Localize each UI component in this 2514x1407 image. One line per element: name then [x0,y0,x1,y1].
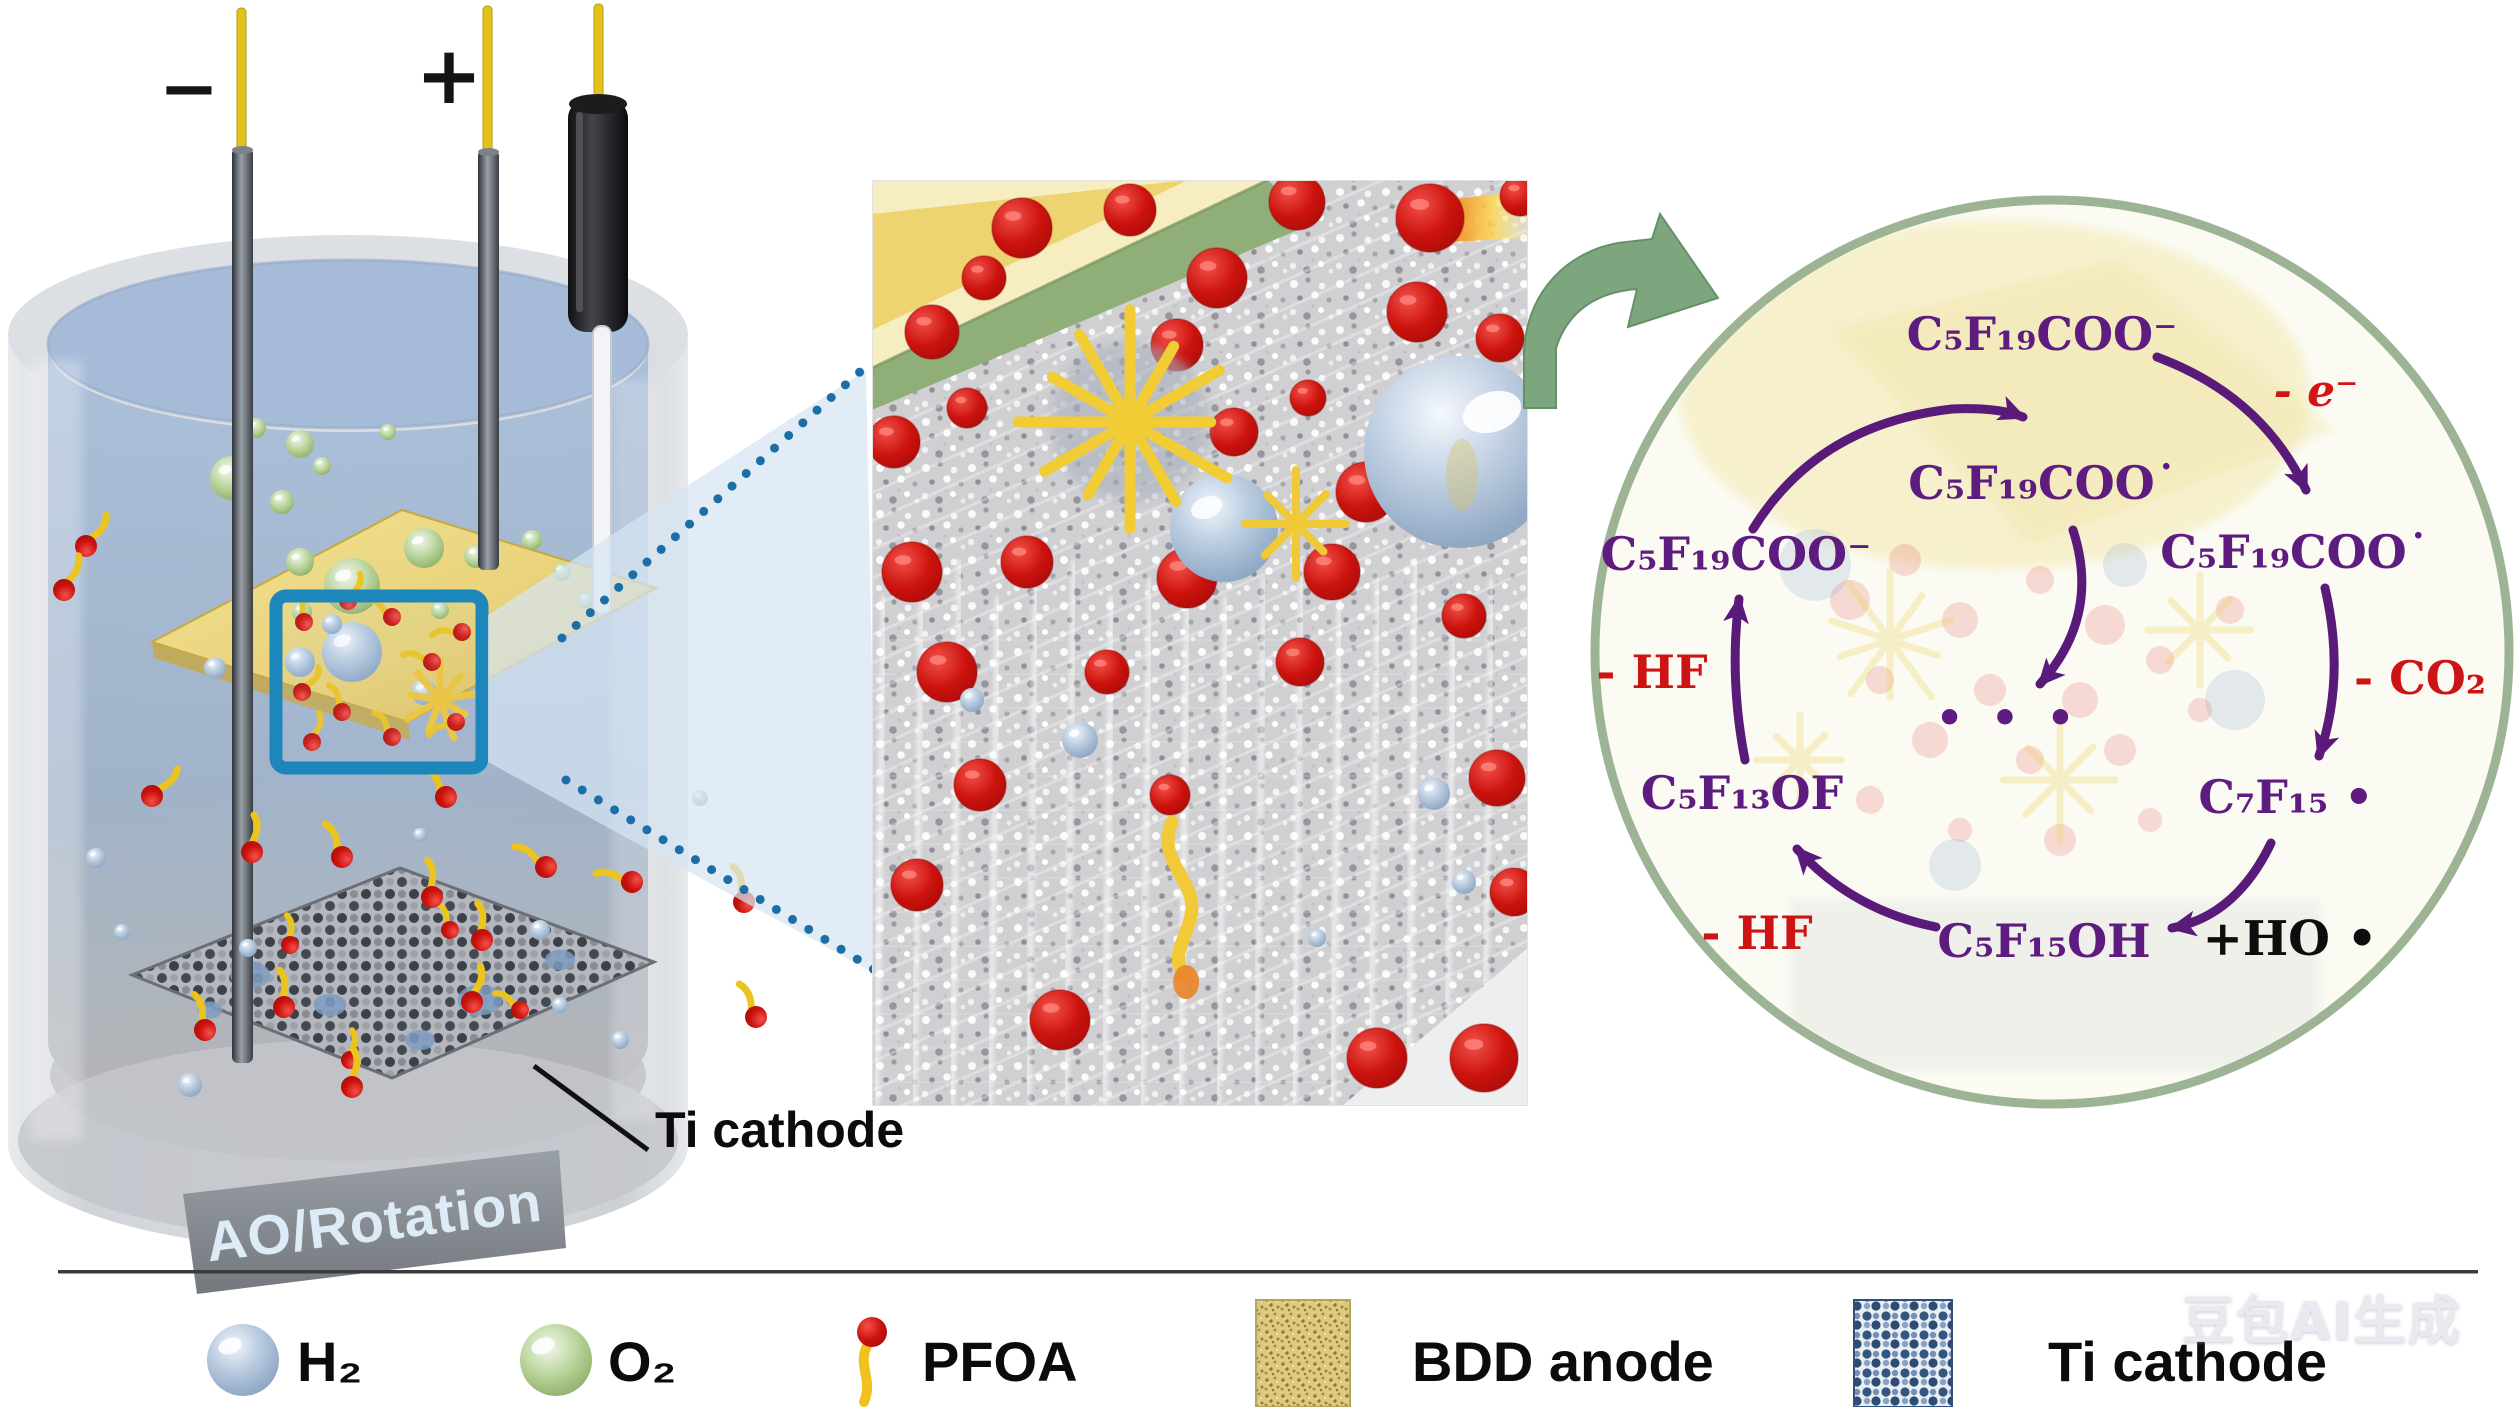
h2-bubble-icon [207,1324,279,1396]
cycle-arrows [1723,352,2340,937]
pfoa-starburst-group [1012,304,1350,582]
pfoa-icon [857,1317,887,1407]
cycle-node-c5f13of: C₅F₁₃OF [1640,766,1844,820]
ti-cathode-callout-label: Ti cathode [655,1102,905,1158]
o2-bubble-icon [520,1324,592,1396]
arrow-of-to-left [1723,594,1750,765]
cycle-node-c7f15-radical: C₇F₁₅ • [2198,770,2374,824]
cathode-pointer-line [532,1063,650,1153]
cycle-node-c5f15oh: C₅F₁₅OH [1937,914,2151,968]
rod-anode-lead [478,150,499,570]
wire-middle [482,5,493,155]
cycle-node-hydroxyl-radical: +HO • [2202,911,2378,967]
legend-label-pfoa: PFOA [922,1330,1078,1393]
panel-red-spheres [872,180,1528,1093]
legend-label-o2: O₂ [608,1330,677,1393]
cycle-node-pfoa-anion-top: C₅F₁₉COO⁻ [1906,307,2178,361]
legend-divider [58,1270,2478,1274]
green-curved-arrow [1523,211,1720,409]
zoom-cone [488,365,883,977]
edge-label-minus-hf-left: - HF [1596,645,1708,699]
rotation-banner [183,1150,566,1294]
legend-label-ti-cathode: Ti cathode [2048,1330,2328,1393]
edge-label-minus-co2: - CO₂ [2354,651,2486,705]
cycle-faint-background [1680,220,2336,1070]
ti-cathode-swatch [1853,1299,1953,1407]
minus-terminal-label: − [158,46,220,130]
dotted-line-lower [561,775,883,977]
h2-bubbles [86,657,708,1097]
legend-icons [207,1299,1953,1407]
panel-blue-bubbles [960,356,1528,947]
cycle-node-pfoa-anion-left: C₅F₁₉COO⁻ [1600,527,1872,581]
wire-reference [593,3,604,109]
arrow-oh-to-of [1792,844,1941,932]
arrow-mid-to-ellipsis [2035,525,2087,689]
ti-cathode-mesh [127,866,658,1080]
edge-label-minus-hf-bottom: - HF [1701,906,1813,960]
cycle-node-pfoa-radical-right: C₅F₁₉COO˙ [2160,525,2430,579]
bdd-anode-swatch [1255,1299,1351,1407]
ai-watermark: 豆包AI生成 [2182,1292,2462,1352]
rod-cathode-lead [232,148,253,1063]
edge-label-minus-electron: - e⁻ [2273,366,2359,417]
arrow-left-to-mid [1748,396,2028,534]
cycle-ellipsis: • • • [1935,693,2081,744]
wire-left [236,7,247,155]
panel-anode-green-edge [872,180,1312,410]
legend-label-h2: H₂ [297,1330,363,1393]
electrodes [232,3,628,1063]
legend-label-bdd-anode: BDD anode [1412,1330,1714,1393]
arrow-top-to-right [2152,352,2311,495]
arrow-c7f15-to-oh [2167,838,2276,937]
plus-terminal-label: + [415,29,483,122]
pfoa-squiggle [1161,815,1199,982]
magnified-surface-panel [872,180,1528,1106]
cycle-node-pfoa-radical-mid: C₅F₁₉COO˙ [1908,456,2178,510]
arrow-right-to-c7f15 [2314,583,2340,761]
magnifier-box [269,589,489,775]
